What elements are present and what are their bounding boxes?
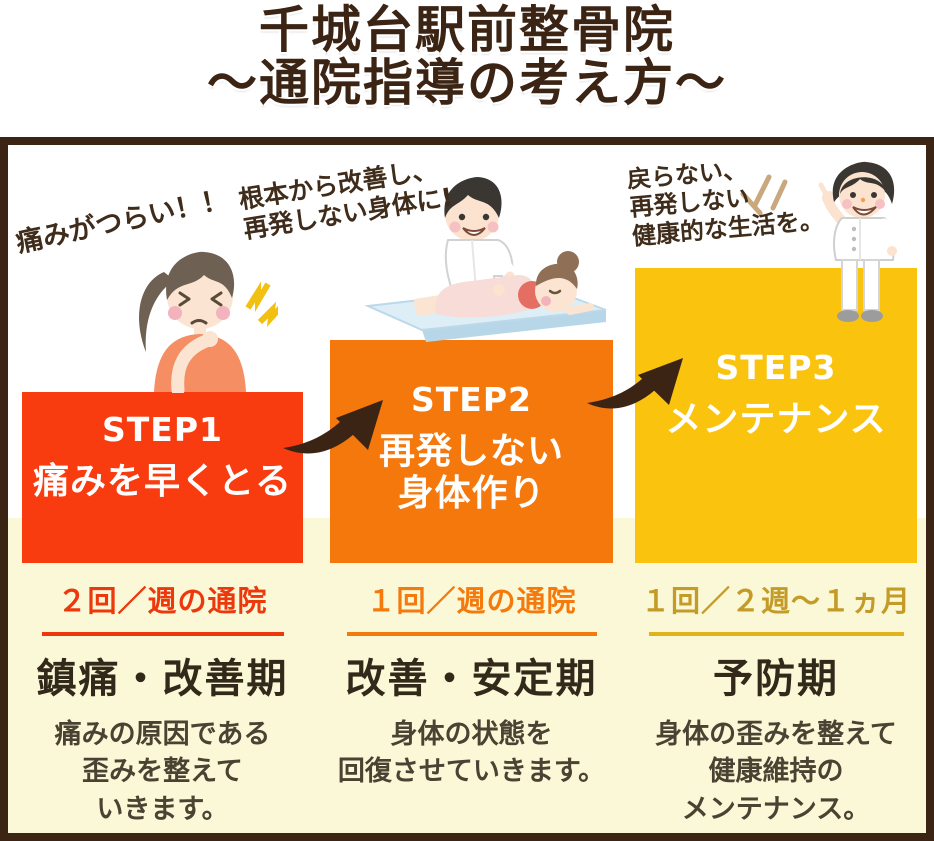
step2-phase-description: 身体の状態を 回復させていきます。 [337, 719, 606, 788]
step3-phase-heading: 予防期 [713, 656, 839, 702]
patient-in-pain-illustration [139, 251, 278, 393]
emphasis-lines-icon [740, 174, 788, 216]
step1-phase-heading: 鎮痛・改善期 [36, 656, 289, 702]
therapist-pointing-illustration [818, 161, 901, 322]
step3-bubble-text: 戻らない、 再発しない 健康的な生活を。 [626, 155, 825, 251]
step1-divider [41, 632, 284, 636]
step2-block: STEP2 再発しない 身体作り [330, 340, 613, 563]
step3-block: STEP3 メンテナンス [635, 268, 917, 563]
step2-detail-column: １回／週の通院 改善・安定期 身体の状態を 回復させていきます。 [330, 578, 613, 791]
step2-divider [346, 632, 597, 636]
step2-to-step3-arrow-icon [587, 358, 683, 409]
step3-label: STEP3 [715, 348, 837, 387]
step2-block-title: 再発しない 身体作り [378, 431, 564, 515]
step2-label: STEP2 [411, 380, 532, 419]
pain-lightning-icon [245, 281, 278, 327]
page-title-line2: ～通院指導の考え方～ [207, 54, 727, 112]
page-title-line1: 千城台駅前整骨院 [259, 1, 675, 59]
pained-closed-eyes-icon [178, 291, 223, 307]
step1-label: STEP1 [102, 410, 223, 449]
bottom-background-band [8, 518, 926, 833]
step2-frequency-label: １回／週の通院 [366, 584, 577, 618]
step3-block-title: メンテナンス [665, 399, 887, 440]
page-title: 千城台駅前整骨院 ～通院指導の考え方～ [0, 4, 934, 110]
steps-panel: 痛みがつらい！！ 根本から改善し、 再発しない身体に! 戻らない、 再発しない … [0, 137, 934, 841]
step2-phase-heading: 改善・安定期 [345, 656, 598, 702]
step1-block-title: 痛みを早くとる [32, 461, 292, 502]
step1-frequency-label: ２回／週の通院 [57, 584, 268, 618]
step1-phase-description: 痛みの原因である 歪みを整えて いきます。 [54, 719, 271, 825]
step1-block: STEP1 痛みを早くとる [22, 392, 303, 563]
step3-frequency-label: １回／２週～１ヵ月 [640, 584, 911, 618]
step3-detail-column: １回／２週～１ヵ月 予防期 身体の歪みを整えて 健康維持の メンテナンス。 [635, 578, 917, 828]
massage-treatment-illustration [364, 177, 607, 342]
step1-detail-column: ２回／週の通院 鎮痛・改善期 痛みの原因である 歪みを整えて いきます。 [22, 578, 303, 828]
step1-to-step2-arrow-icon [283, 400, 383, 454]
step3-phase-description: 身体の歪みを整えて 健康維持の メンテナンス。 [655, 719, 897, 825]
step3-divider [648, 632, 904, 636]
